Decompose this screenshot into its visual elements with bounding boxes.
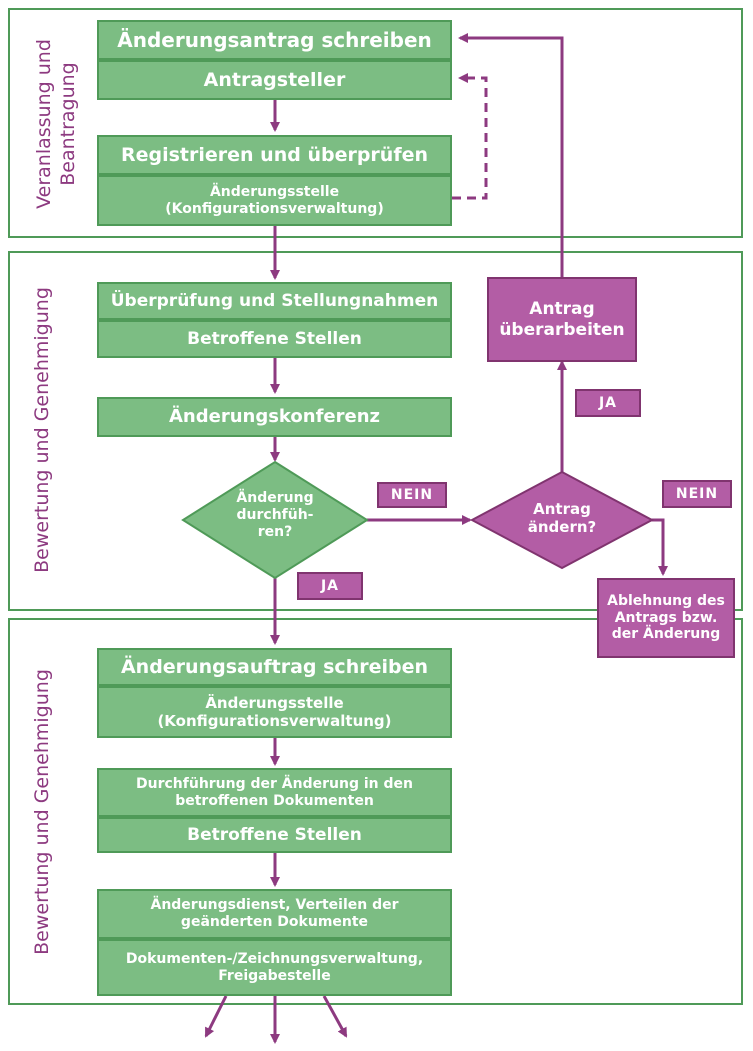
node-line: der Änderung xyxy=(611,626,721,643)
node-change-request-text: Änderungsantrag schreiben xyxy=(117,28,432,52)
decision-line: Antrag xyxy=(533,500,591,518)
decision-modify-diamond xyxy=(469,470,655,570)
decision-line: durchfüh- xyxy=(236,507,314,524)
node-line: Änderungsstelle xyxy=(205,694,344,712)
node-distribution: Änderungsdienst, Verteilen der geänderte… xyxy=(97,889,452,939)
node-line: überarbeiten xyxy=(499,319,625,340)
node-execution: Durchführung der Änderung in den betroff… xyxy=(97,768,452,817)
decision-execute-text: Änderung durchfüh- ren? xyxy=(215,490,335,541)
node-line: Ablehnung des xyxy=(607,592,725,609)
label-ja-decision-execute: JA xyxy=(297,572,363,600)
label-ja-decision-modify: JA xyxy=(575,389,641,417)
node-affected-2-text: Betroffene Stellen xyxy=(187,824,362,845)
node-applicant-text: Antragsteller xyxy=(203,68,346,91)
arrow-out-left xyxy=(204,995,228,1038)
node-line: betroffenen Dokumenten xyxy=(175,792,374,809)
node-affected-1: Betroffene Stellen xyxy=(97,320,452,358)
node-change-office-1: Änderungsstelle (Konfigurationsverwaltun… xyxy=(97,175,452,226)
node-line: Dokumenten-/Zeichnungsverwaltung, xyxy=(125,950,424,967)
node-change-request: Änderungsantrag schreiben xyxy=(97,20,452,60)
node-line: Durchführung der Änderung in den xyxy=(136,775,413,792)
node-line: (Konfigurationsverwaltung) xyxy=(165,200,384,217)
label-nein-decision-execute: NEIN xyxy=(377,482,447,508)
node-revise: Antrag überarbeiten xyxy=(487,277,637,362)
node-line: (Konfigurationsverwaltung) xyxy=(157,712,392,730)
decision-line: Änderung xyxy=(236,490,314,506)
decision-line: ändern? xyxy=(527,518,597,537)
node-change-order: Änderungsauftrag schreiben xyxy=(97,648,452,686)
node-change-office-2: Änderungsstelle (Konfigurationsverwaltun… xyxy=(97,686,452,738)
node-line: Antrag xyxy=(529,299,595,320)
node-conference: Änderungskonferenz xyxy=(97,397,452,437)
node-line: Antrags bzw. xyxy=(614,609,718,626)
arrow-dashed-feedback xyxy=(452,73,488,200)
decision-modify-text: Antrag ändern? xyxy=(512,500,612,537)
arrow-out-right xyxy=(322,995,348,1038)
node-review: Überprüfung und Stellungnahmen xyxy=(97,282,452,320)
label-nein-decision-modify: NEIN xyxy=(662,480,732,508)
node-conference-text: Änderungskonferenz xyxy=(168,406,381,428)
node-doc-management: Dokumenten-/Zeichnungsverwaltung, Freiga… xyxy=(97,939,452,996)
node-affected-1-text: Betroffene Stellen xyxy=(187,328,362,349)
node-review-text: Überprüfung und Stellungnahmen xyxy=(110,290,439,311)
node-rejection: Ablehnung des Antrags bzw. der Änderung xyxy=(597,578,735,658)
decision-line: ren? xyxy=(257,524,293,541)
node-applicant: Antragsteller xyxy=(97,60,452,100)
node-register-check-text: Registrieren und überprüfen xyxy=(120,143,428,166)
arrow-revise-to-request xyxy=(458,33,564,277)
node-change-order-text: Änderungsauftrag schreiben xyxy=(120,655,429,678)
node-register-check: Registrieren und überprüfen xyxy=(97,135,452,175)
node-line: Freigabestelle xyxy=(218,967,331,984)
node-line: Änderungsstelle xyxy=(209,183,340,200)
decision-execute-diamond xyxy=(181,460,369,580)
node-line: geänderten Dokumente xyxy=(180,914,369,930)
node-affected-2: Betroffene Stellen xyxy=(97,817,452,853)
arrow-modify-to-rejection xyxy=(650,518,668,576)
node-line: Änderungsdienst, Verteilen der xyxy=(150,897,399,914)
